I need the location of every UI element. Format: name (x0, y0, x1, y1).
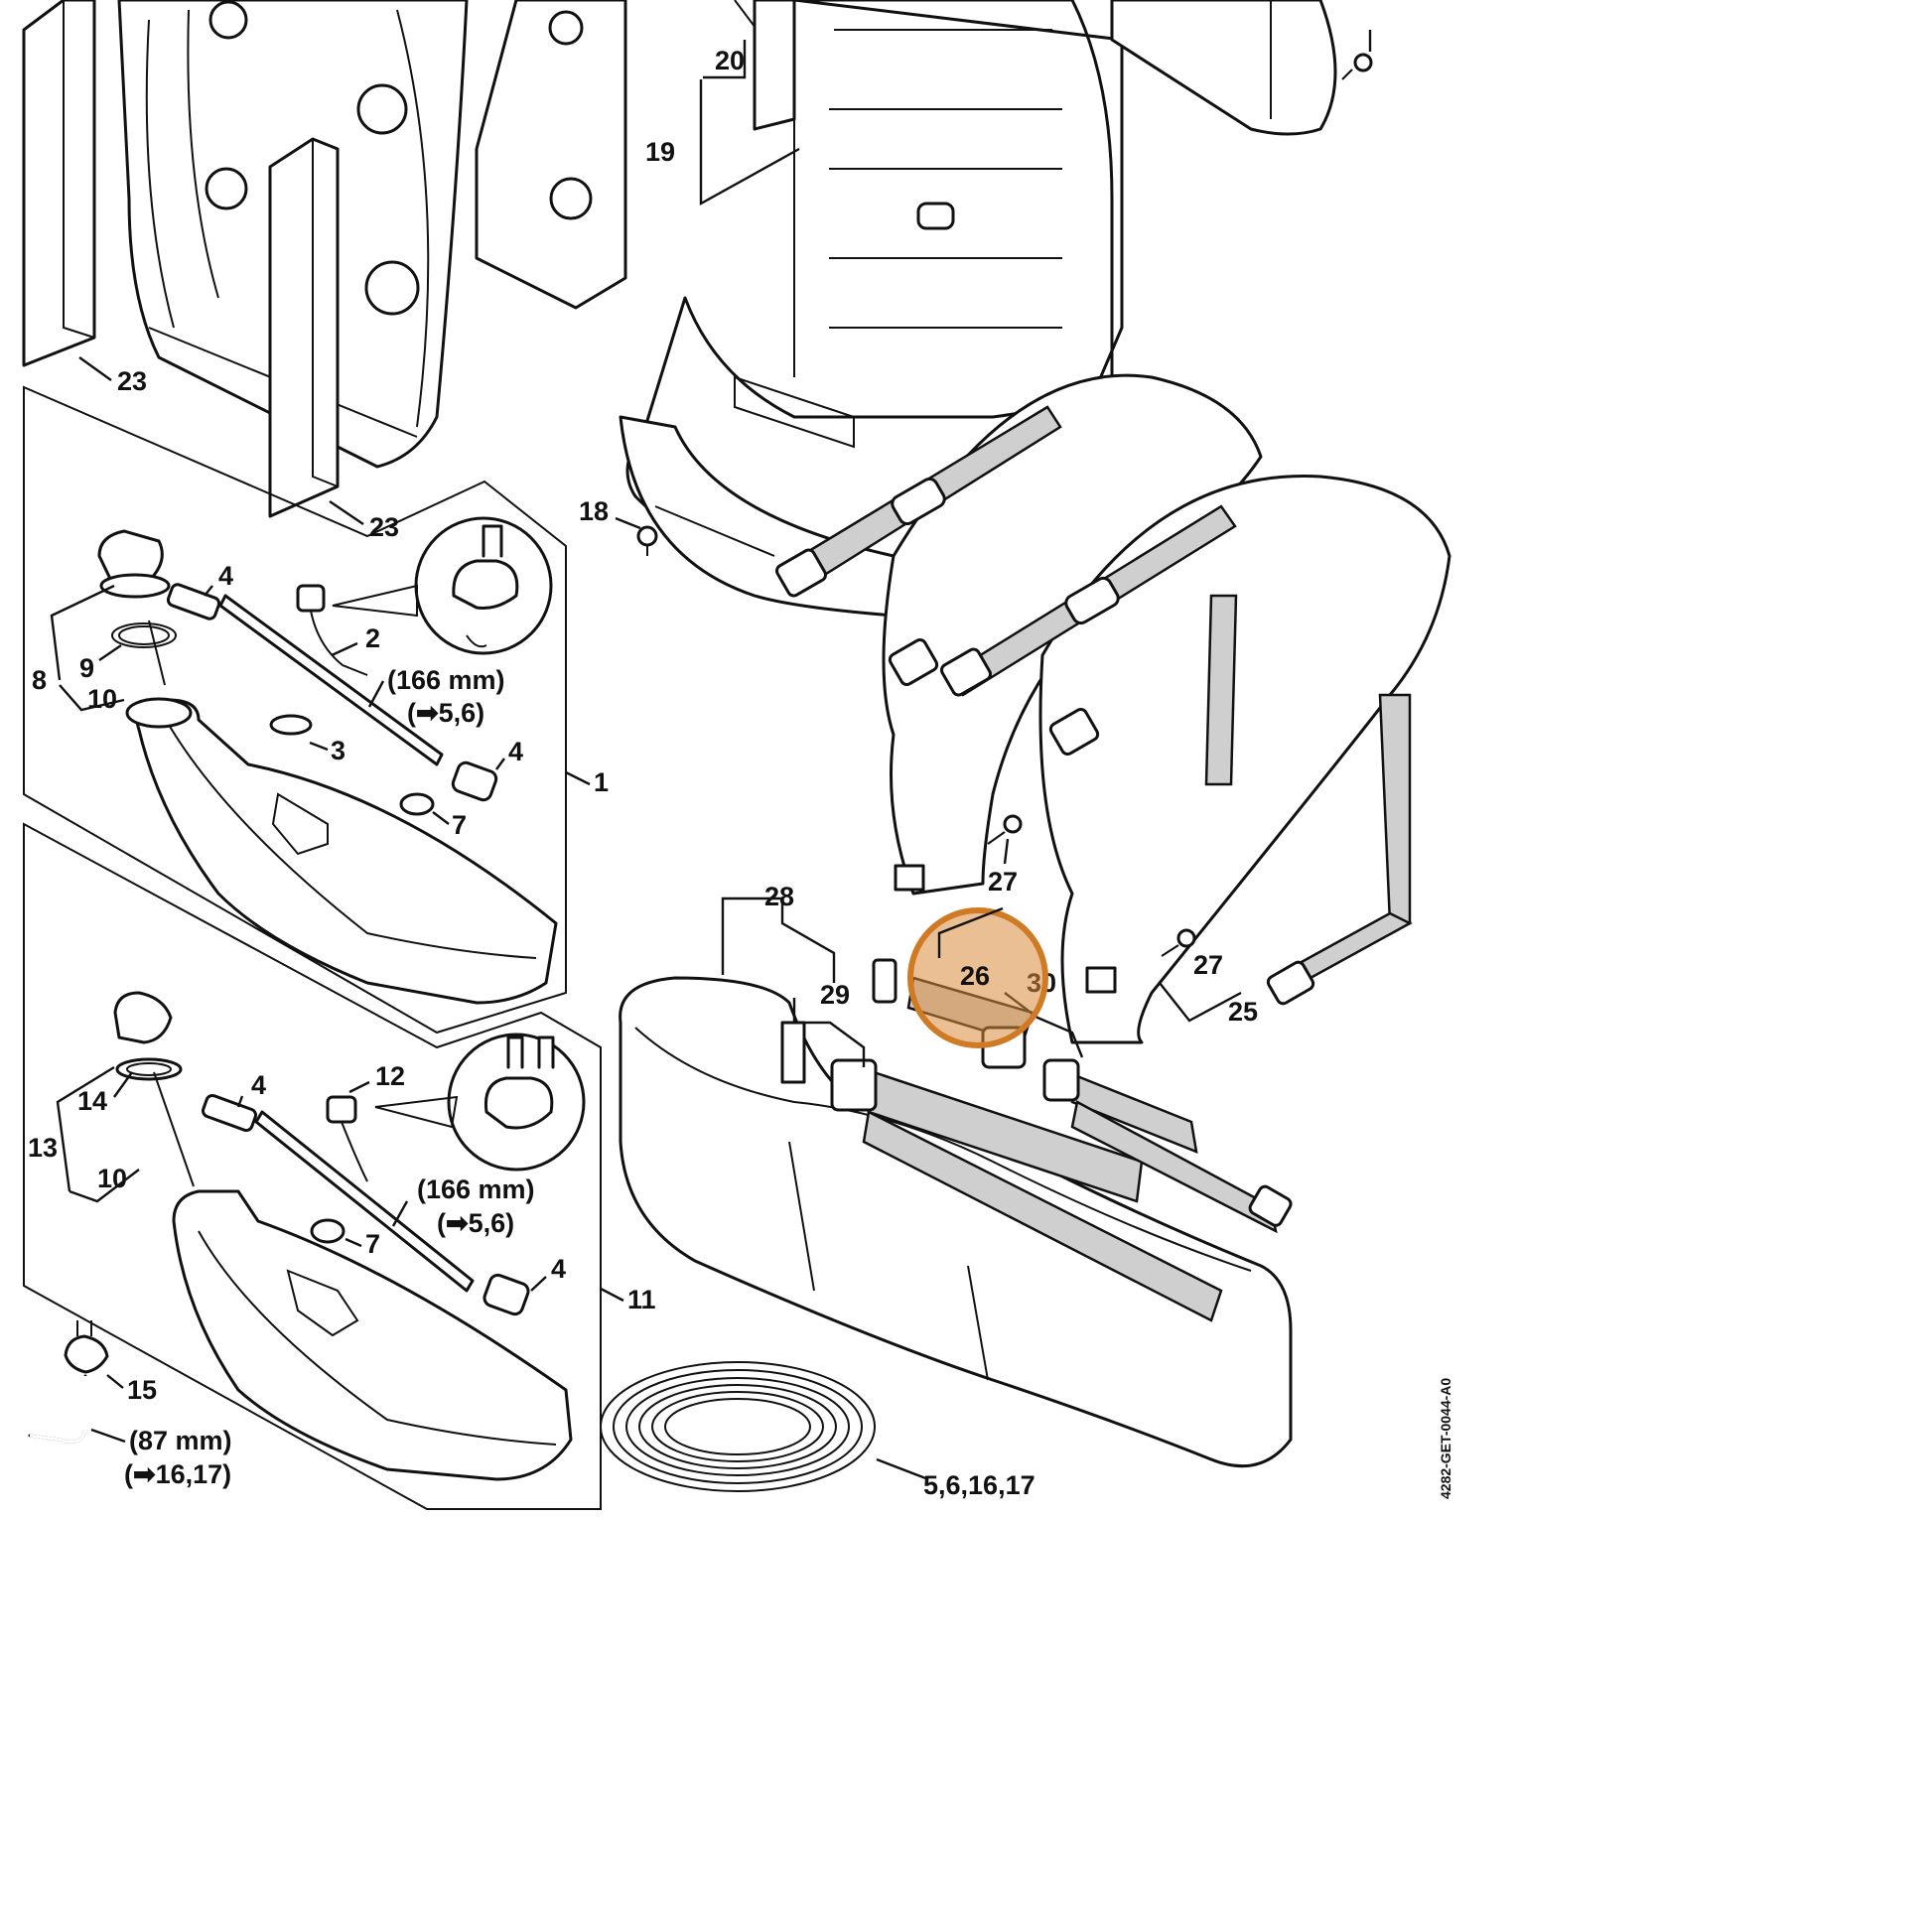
screw-27-upper (987, 814, 1023, 845)
hip-belt-pad (619, 976, 1293, 1468)
fuel-tank-2 (172, 1189, 573, 1481)
callout-8: 8 (32, 665, 47, 695)
callout-1: 1 (594, 767, 609, 797)
callout-5-6-16-17: 5,6,16,17 (923, 1470, 1035, 1500)
callout-23-top: 23 (117, 366, 147, 396)
callout-166mm-kit1: (166 mm) (387, 665, 505, 695)
callout-29: 29 (820, 980, 850, 1010)
callout-2: 2 (365, 623, 380, 653)
callout-27-lower: 27 (1193, 950, 1223, 980)
fuel-tank-1 (125, 697, 558, 1005)
callout-28: 28 (764, 882, 794, 911)
tank-fittings-1 (166, 583, 498, 816)
cover-top-right (1110, 0, 1337, 136)
filler-cap-kit-1 (97, 529, 177, 686)
highlight-26 (907, 907, 1048, 1048)
callout-27-upper: 27 (988, 867, 1018, 897)
callout-9: 9 (79, 653, 94, 683)
callout-ref-16-17: (➡16,17) (124, 1459, 231, 1489)
callout-15: 15 (127, 1375, 157, 1405)
pickup-detail-1 (332, 516, 553, 655)
callout-11: 11 (627, 1285, 656, 1314)
callout-87mm: (87 mm) (129, 1426, 232, 1455)
callout-26: 26 (960, 961, 990, 991)
callout-4-kit1-right: 4 (508, 737, 523, 766)
callout-19: 19 (645, 137, 675, 167)
filler-cap-kit-2 (113, 991, 195, 1187)
callout-7-kit1: 7 (452, 810, 467, 840)
callout-13: 13 (28, 1133, 58, 1163)
callout-4-kit1-top: 4 (218, 561, 233, 591)
fitting-15 (28, 1320, 109, 1444)
tank-fittings-2 (201, 1093, 530, 1316)
callout-4-kit2-top: 4 (251, 1070, 266, 1100)
callout-10-kit1: 10 (87, 684, 117, 714)
callout-12: 12 (375, 1061, 405, 1091)
screw-18 (636, 525, 658, 556)
shoulder-strap-front (888, 475, 1451, 1044)
callout-4-kit2-right: 4 (551, 1254, 566, 1284)
panel-frame-1 (23, 385, 567, 1035)
callout-10-kit2: 10 (97, 1164, 127, 1193)
callout-ref-5-6-kit1: (➡5,6) (407, 698, 484, 728)
screw-27-lower (1161, 928, 1196, 957)
callout-20: 20 (715, 46, 745, 75)
drawing-code: 4282-GET-0044-A0 (1438, 1378, 1453, 1499)
foam-block-left (22, 0, 96, 367)
callout-ref-5-6-kit2: (➡5,6) (437, 1208, 514, 1238)
callout-7-kit2: 7 (365, 1229, 380, 1259)
callout-3: 3 (331, 736, 345, 765)
coiled-tube (600, 1361, 876, 1492)
housing-plate (475, 0, 627, 310)
callout-166mm-kit2: (166 mm) (417, 1174, 535, 1204)
callout-14: 14 (77, 1086, 107, 1116)
screw-top-right (1341, 30, 1373, 80)
backpad-cushion (753, 0, 796, 131)
pickup-detail-2 (374, 1033, 586, 1172)
foam-block-center (268, 137, 340, 518)
callout-18: 18 (579, 496, 609, 526)
callout-25: 25 (1228, 997, 1258, 1027)
hip-belt-strap (830, 1058, 1293, 1322)
